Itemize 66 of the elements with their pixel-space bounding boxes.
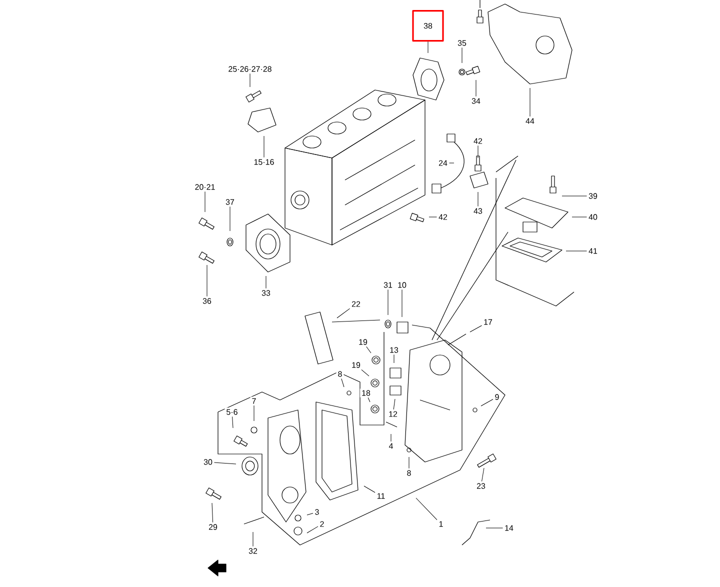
callout-number: 14	[503, 524, 515, 532]
leader-line	[306, 512, 314, 516]
callout-number: 7	[250, 396, 258, 406]
callout-number: 2	[318, 520, 326, 528]
leader-line	[393, 398, 396, 410]
callout-number: 33	[260, 288, 272, 298]
leader-line	[214, 462, 236, 464]
leader-line	[482, 468, 484, 482]
leader-line	[480, 399, 494, 406]
callout-number: 23	[475, 482, 487, 490]
callout-number: 8	[336, 370, 344, 378]
callout-number: 30	[202, 458, 214, 466]
callout-number: 17	[482, 318, 494, 326]
leader-line	[306, 526, 318, 534]
callout-number: 4	[387, 442, 395, 450]
leader-line	[449, 162, 454, 164]
callout-number: 19	[350, 360, 362, 370]
callout-number: 42	[437, 212, 449, 222]
callout-number: 44	[524, 116, 536, 126]
callout-number: 15·16	[252, 158, 276, 166]
leader-line	[361, 369, 370, 376]
callout-number: 32	[247, 546, 259, 556]
leader-line	[408, 456, 410, 469]
callout-number: 40	[587, 212, 599, 222]
leader-line	[368, 397, 370, 402]
callout-number: 39	[587, 192, 599, 200]
callout-number: 8	[405, 468, 413, 478]
callout-number: 3	[313, 508, 321, 516]
leader-line	[336, 308, 350, 318]
callout-number: 22	[350, 300, 362, 308]
leader-line	[252, 532, 254, 547]
leader-line	[572, 216, 587, 218]
callout-number: 37	[224, 198, 236, 206]
leader-line	[341, 378, 344, 388]
callout-number: 43	[472, 206, 484, 216]
callout-number: 12	[387, 410, 399, 418]
callout-number: 36	[201, 296, 213, 306]
callout-number: 13	[388, 346, 400, 354]
leader-line	[364, 486, 376, 493]
callout-number: 35	[456, 38, 468, 48]
callout-number: 19	[357, 338, 369, 346]
leader-line	[428, 216, 437, 218]
callout-number: 41	[587, 246, 599, 256]
callout-number: 25·26·27·28	[226, 64, 274, 74]
callout-number: 42	[472, 136, 484, 146]
callout-box: 38	[412, 10, 444, 42]
leader-line	[204, 191, 206, 212]
callout-number: 24	[437, 158, 449, 168]
callout-number: 11	[375, 492, 387, 500]
leader-line	[212, 502, 214, 523]
callout-number: 18	[360, 388, 372, 398]
leader-line	[470, 325, 482, 332]
callout-number: 34	[470, 96, 482, 106]
leader-line	[366, 346, 372, 354]
leader-line	[232, 416, 234, 428]
callout-number: 1	[437, 520, 445, 528]
callout-number: 31	[382, 280, 394, 290]
callout-number: 29	[207, 522, 219, 532]
leader-line	[416, 498, 438, 520]
callout-number: 9	[493, 392, 501, 402]
callout-number: 5·6	[224, 408, 240, 416]
leader-line	[566, 250, 587, 252]
leader-line	[206, 264, 208, 297]
callout-number: 10	[396, 280, 408, 290]
leader-line	[390, 434, 392, 442]
callout-number: 20·21	[193, 182, 217, 192]
